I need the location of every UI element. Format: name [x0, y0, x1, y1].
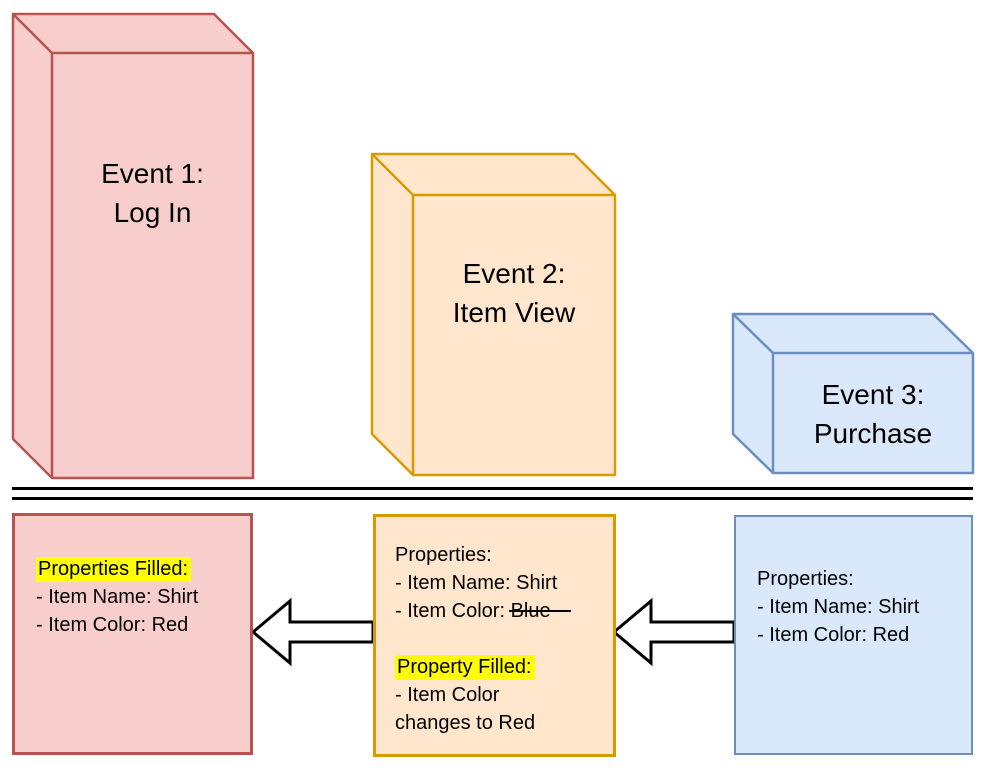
event-1-label-line1: Event 1:	[101, 158, 204, 189]
event-3-label: Event 3: Purchase	[773, 375, 973, 453]
purchase-properties-box: Properties: - Item Name: Shirt - Item Co…	[734, 515, 973, 755]
itemview-item-color-prefix: - Item Color:	[395, 600, 511, 622]
itemview-item-color: - Item Color: Blue	[395, 597, 607, 625]
itemview-filled-title-line: Property Filled:	[395, 653, 607, 681]
login-item-name: - Item Name: Shirt	[36, 586, 199, 608]
event-2-label: Event 2: Item View	[413, 254, 615, 332]
event-3-label-line2: Purchase	[813, 418, 933, 449]
arrow-itemview-to-login-icon	[250, 597, 375, 667]
event-1-label: Event 1: Log In	[52, 154, 253, 232]
event-2-label-line2: Item View	[452, 297, 576, 328]
event-1-cube	[11, 12, 255, 480]
login-properties-box: Properties Filled: - Item Name: Shirt - …	[12, 513, 253, 755]
login-item-color: - Item Color: Red	[36, 614, 189, 636]
itemview-filled-line1: - Item Color	[395, 684, 500, 706]
event-3-label-line1: Event 3:	[821, 379, 925, 410]
event-1-label-line2: Log In	[113, 197, 192, 228]
event-2-label-line1: Event 2:	[462, 258, 566, 289]
purchase-item-name: - Item Name: Shirt	[757, 596, 920, 618]
event-3-cube	[731, 312, 975, 475]
arrow-purchase-to-itemview-icon	[611, 597, 736, 667]
event-2-cube	[370, 152, 617, 477]
itemview-item-color-struck-value: Blue	[508, 597, 571, 625]
itemview-properties-box: Properties: - Item Name: Shirt - Item Co…	[373, 514, 616, 757]
itemview-filled-title-highlight: Property Filled:	[395, 655, 535, 680]
itemview-blank-line	[395, 625, 607, 653]
itemview-filled-line2: changes to Red	[395, 712, 536, 734]
login-properties-title-highlight: Properties Filled:	[36, 557, 192, 582]
itemview-properties-title: Properties:	[395, 544, 492, 566]
itemview-item-name: - Item Name: Shirt	[395, 572, 558, 594]
login-properties-title-line: Properties Filled:	[36, 555, 244, 583]
purchase-item-color: - Item Color: Red	[757, 624, 910, 646]
purchase-properties-title: Properties:	[757, 568, 854, 590]
timeline-separator	[12, 487, 973, 500]
